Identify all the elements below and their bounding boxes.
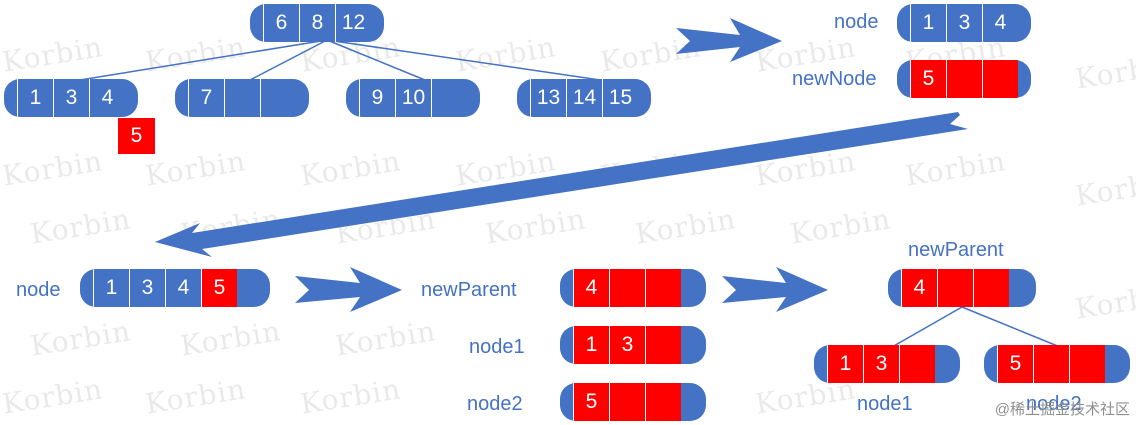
label-node1: node1 — [469, 336, 525, 358]
node-key: 4 — [901, 269, 937, 307]
leaf-node: 13 14 15 — [517, 79, 651, 117]
tree-edge — [891, 306, 963, 348]
node-key: 1 — [910, 4, 946, 42]
node-key: 1 — [573, 326, 609, 364]
node-key: 5 — [573, 383, 609, 421]
leaf-node: 9 10 — [346, 79, 480, 117]
node-key — [645, 383, 681, 421]
label-new-parent: newParent — [908, 239, 1004, 261]
node1: 1 3 — [560, 326, 706, 364]
node-key — [1033, 345, 1069, 383]
leaf-key: 1 — [17, 79, 53, 117]
node-key — [645, 269, 681, 307]
leaf-key: 3 — [53, 79, 89, 117]
tree-parent-node: 4 — [888, 269, 1036, 307]
leaf-node: 7 — [175, 79, 309, 117]
label-node1: node1 — [857, 393, 913, 415]
tree-node1: 1 3 — [814, 345, 960, 383]
root-node: 6 8 12 — [250, 4, 384, 42]
label-node: node — [16, 279, 61, 301]
inserted-key: 5 — [118, 118, 155, 154]
label-new-parent: newParent — [421, 279, 517, 301]
node-key — [937, 269, 973, 307]
tree-edge — [249, 39, 328, 81]
node-key — [973, 269, 1009, 307]
leaf-key — [260, 79, 296, 117]
node2: 5 — [560, 383, 706, 421]
node-key: 1 — [93, 269, 129, 307]
node-key — [645, 326, 681, 364]
root-key: 12 — [335, 4, 371, 42]
node-key: 4 — [573, 269, 609, 307]
arrow-right-icon — [676, 18, 782, 62]
arrow-right-icon — [722, 267, 828, 312]
leaf-node: 1 3 4 — [4, 79, 138, 117]
leaf-key: 10 — [395, 79, 431, 117]
node-key: 5 — [997, 345, 1033, 383]
split-node: 1 3 4 — [897, 4, 1031, 42]
node-key: 3 — [129, 269, 165, 307]
leaf-key — [224, 79, 260, 117]
leaf-key: 15 — [602, 79, 638, 117]
tree-node2: 5 — [984, 345, 1130, 383]
node-key — [1069, 345, 1105, 383]
node-key: 5 — [910, 60, 946, 98]
tree-edge — [326, 39, 601, 81]
arrow-back-diagonal-icon — [155, 112, 968, 257]
merged-node: 1 3 4 5 — [80, 269, 270, 307]
leaf-key: 7 — [188, 79, 224, 117]
label-node: node — [834, 11, 879, 33]
node-key — [609, 383, 645, 421]
new-parent-node: 4 — [560, 269, 706, 307]
source-credit: @稀土掘金技术社区 — [994, 401, 1130, 418]
node-key — [946, 60, 982, 98]
node-key: 3 — [946, 4, 982, 42]
node-key: 4 — [165, 269, 201, 307]
arrow-right-icon — [295, 267, 402, 312]
node-key: 3 — [863, 345, 899, 383]
tree-edge — [326, 39, 426, 81]
leaf-key — [431, 79, 467, 117]
node-key: 4 — [982, 4, 1018, 42]
label-node2: node2 — [1026, 393, 1082, 415]
leaf-key: 4 — [89, 79, 125, 117]
new-node: 5 — [897, 60, 1031, 98]
root-key: 6 — [263, 4, 299, 42]
root-key: 8 — [299, 4, 335, 42]
leaf-key: 14 — [566, 79, 602, 117]
tree-edge — [961, 306, 1061, 348]
label-new-node: newNode — [792, 68, 877, 90]
leaf-key: 13 — [530, 79, 566, 117]
node-key — [899, 345, 935, 383]
tree-edge — [79, 39, 328, 81]
node-key — [609, 269, 645, 307]
node-key: 3 — [609, 326, 645, 364]
node-key — [982, 60, 1018, 98]
node-key: 5 — [201, 269, 237, 307]
leaf-key: 9 — [359, 79, 395, 117]
label-node2: node2 — [467, 393, 523, 415]
node-key: 1 — [827, 345, 863, 383]
